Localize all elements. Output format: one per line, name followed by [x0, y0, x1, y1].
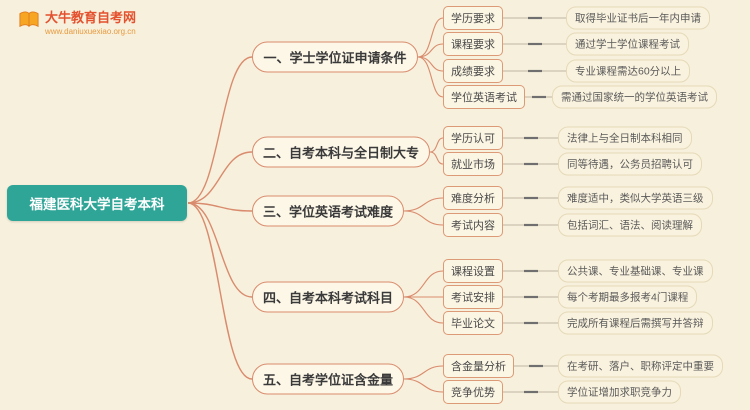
- leaf-node-5-1: 在考研、落户、职称评定中重要: [558, 354, 723, 378]
- sub-node-3-1: 难度分析: [443, 186, 503, 210]
- sub-node-5-2: 竞争优势: [443, 380, 503, 404]
- root-node: 福建医科大学自考本科: [7, 185, 187, 221]
- sub-node-5-1: 含金量分析: [443, 354, 514, 378]
- leaf-node-1-4: 需通过国家统一的学位英语考试: [552, 85, 717, 109]
- site-url: www.daniuxuexiao.org.cn: [45, 27, 136, 36]
- leaf-node-3-2: 包括词汇、语法、阅读理解: [558, 213, 702, 237]
- branch-node-5: 五、自考学位证含金量: [252, 363, 404, 395]
- site-name: 大牛教育自考网: [45, 10, 137, 25]
- leaf-node-2-2: 同等待遇，公务员招聘认可: [558, 152, 702, 176]
- leaf-node-1-1: 取得毕业证书后一年内申请: [566, 6, 710, 30]
- leaf-node-4-3: 完成所有课程后需撰写并答辩: [558, 311, 713, 335]
- site-logo: 大牛教育自考网 www.daniuxuexiao.org.cn: [18, 10, 136, 37]
- sub-node-1-4: 学位英语考试: [443, 85, 525, 109]
- sub-node-3-2: 考试内容: [443, 213, 503, 237]
- sub-node-4-3: 毕业论文: [443, 311, 503, 335]
- leaf-node-2-1: 法律上与全日制本科相同: [558, 126, 692, 150]
- sub-node-1-2: 课程要求: [443, 32, 503, 56]
- leaf-node-3-1: 难度适中，类似大学英语三级: [558, 186, 713, 210]
- branch-node-2: 二、自考本科与全日制大专: [252, 136, 430, 168]
- branch-node-1: 一、学士学位证申请条件: [252, 41, 418, 73]
- leaf-node-4-2: 每个考期最多报考4门课程: [558, 285, 698, 309]
- sub-node-4-1: 课程设置: [443, 259, 503, 283]
- branch-node-4: 四、自考本科考试科目: [252, 281, 404, 313]
- sub-node-4-2: 考试安排: [443, 285, 503, 309]
- leaf-node-4-1: 公共课、专业基础课、专业课: [558, 259, 713, 283]
- sub-node-1-3: 成绩要求: [443, 59, 503, 83]
- sub-node-1-1: 学历要求: [443, 6, 503, 30]
- leaf-node-5-2: 学位证增加求职竞争力: [558, 380, 681, 404]
- sub-node-2-2: 就业市场: [443, 152, 503, 176]
- leaf-node-1-2: 通过学士学位课程考试: [566, 32, 689, 56]
- sub-node-2-1: 学历认可: [443, 126, 503, 150]
- logo-book-icon: [18, 10, 40, 35]
- branch-node-3: 三、学位英语考试难度: [252, 195, 404, 227]
- leaf-node-1-3: 专业课程需达60分以上: [566, 59, 691, 83]
